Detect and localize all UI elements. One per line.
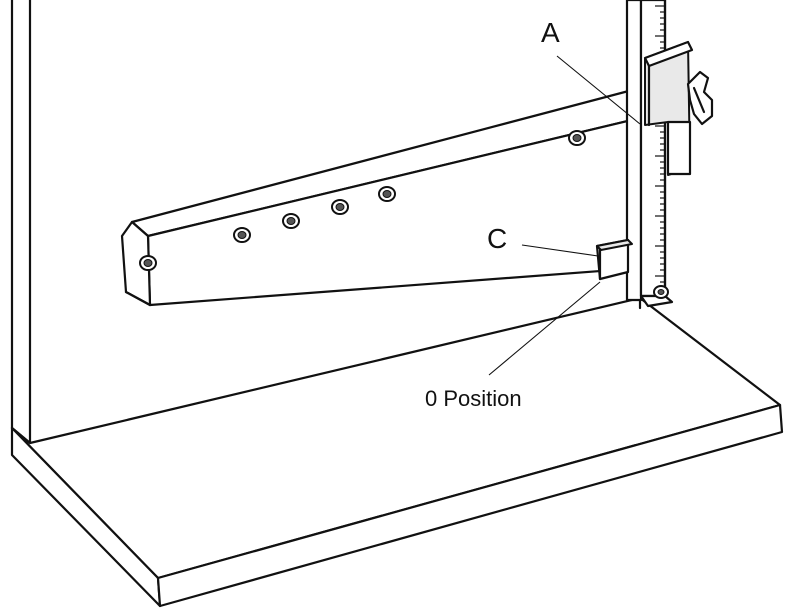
back-panel xyxy=(10,0,32,445)
bar-hole xyxy=(233,227,251,243)
leader-line-zero xyxy=(488,281,601,376)
bar-hole xyxy=(331,199,349,215)
leader-lines xyxy=(488,55,641,376)
leader-line-c xyxy=(521,244,599,257)
ruler-foot-bolt xyxy=(653,285,669,299)
base-board xyxy=(10,296,784,608)
label-zero-position: 0 Position xyxy=(425,386,522,411)
zero-stop-block xyxy=(595,238,633,281)
bar-hole xyxy=(282,213,300,229)
locking-knob xyxy=(686,70,714,126)
slider-carriage xyxy=(643,40,694,176)
label-a: A xyxy=(541,17,560,48)
bar-hole xyxy=(378,186,396,202)
ruler-column xyxy=(625,0,674,308)
leader-line-a xyxy=(556,55,641,125)
bar-hole xyxy=(139,255,157,271)
bar-holes xyxy=(139,130,586,271)
bar-hole xyxy=(568,130,586,146)
label-c: C xyxy=(487,223,507,254)
